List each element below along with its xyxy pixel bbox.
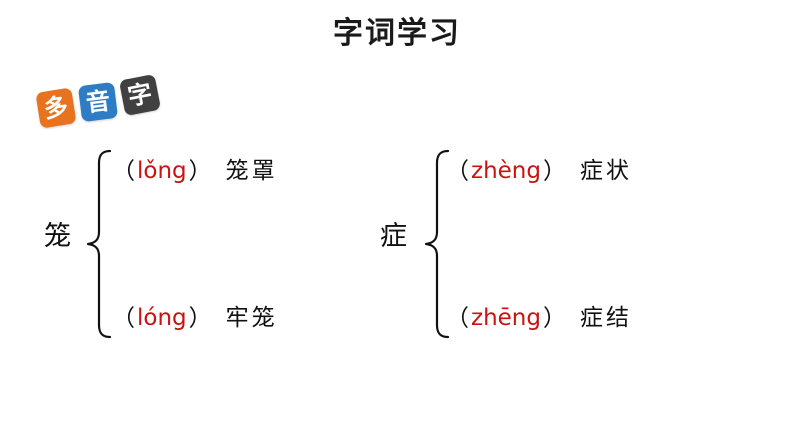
reading-row: （zhēng） 症结 — [446, 303, 632, 333]
pinyin-text: zhēng — [471, 305, 541, 332]
example-word: 症结 — [579, 305, 632, 331]
readings-list-zheng: （zhèng）症状 （zhēng）症结 — [446, 148, 686, 340]
curly-brace-left-group — [86, 148, 112, 340]
example-word: 牢笼 — [225, 305, 278, 331]
open-paren: （ — [446, 158, 469, 184]
reading-row: （lǒng） 笼罩 — [112, 156, 278, 186]
reading-row: （zhèng） 症状 — [446, 156, 632, 186]
open-paren: （ — [112, 305, 135, 331]
head-character-long: 笼 — [44, 221, 71, 251]
example-word: 症状 — [579, 158, 632, 184]
page-title: 字词学习 — [333, 16, 461, 51]
badge-tile-duo: 多 — [35, 87, 77, 129]
close-paren: ） — [542, 305, 566, 331]
polyphone-group-zheng: 症 （zhèng）症状 （zhēng）症结 — [380, 148, 680, 340]
curly-brace-right-group — [424, 148, 450, 340]
close-paren: ） — [188, 158, 212, 184]
head-character-zheng: 症 — [380, 221, 407, 251]
readings-list-long: （lǒng）笼罩 （lóng）牢笼 — [112, 148, 352, 340]
pinyin-text: lǒng — [137, 158, 187, 185]
badge-tile-zi: 字 — [118, 73, 162, 117]
pinyin-text: zhèng — [471, 158, 541, 185]
close-paren: ） — [188, 305, 212, 331]
duo-yin-zi-badge: 多 音 字 — [35, 73, 186, 129]
pinyin-text: lóng — [137, 305, 187, 332]
polyphone-group-long: 笼 （lǒng）笼罩 （lóng）牢笼 — [44, 148, 344, 340]
close-paren: ） — [542, 158, 566, 184]
open-paren: （ — [112, 158, 135, 184]
badge-tile-yin: 音 — [77, 81, 119, 123]
open-paren: （ — [446, 305, 469, 331]
reading-row: （lóng） 牢笼 — [112, 303, 278, 333]
example-word: 笼罩 — [225, 158, 278, 184]
